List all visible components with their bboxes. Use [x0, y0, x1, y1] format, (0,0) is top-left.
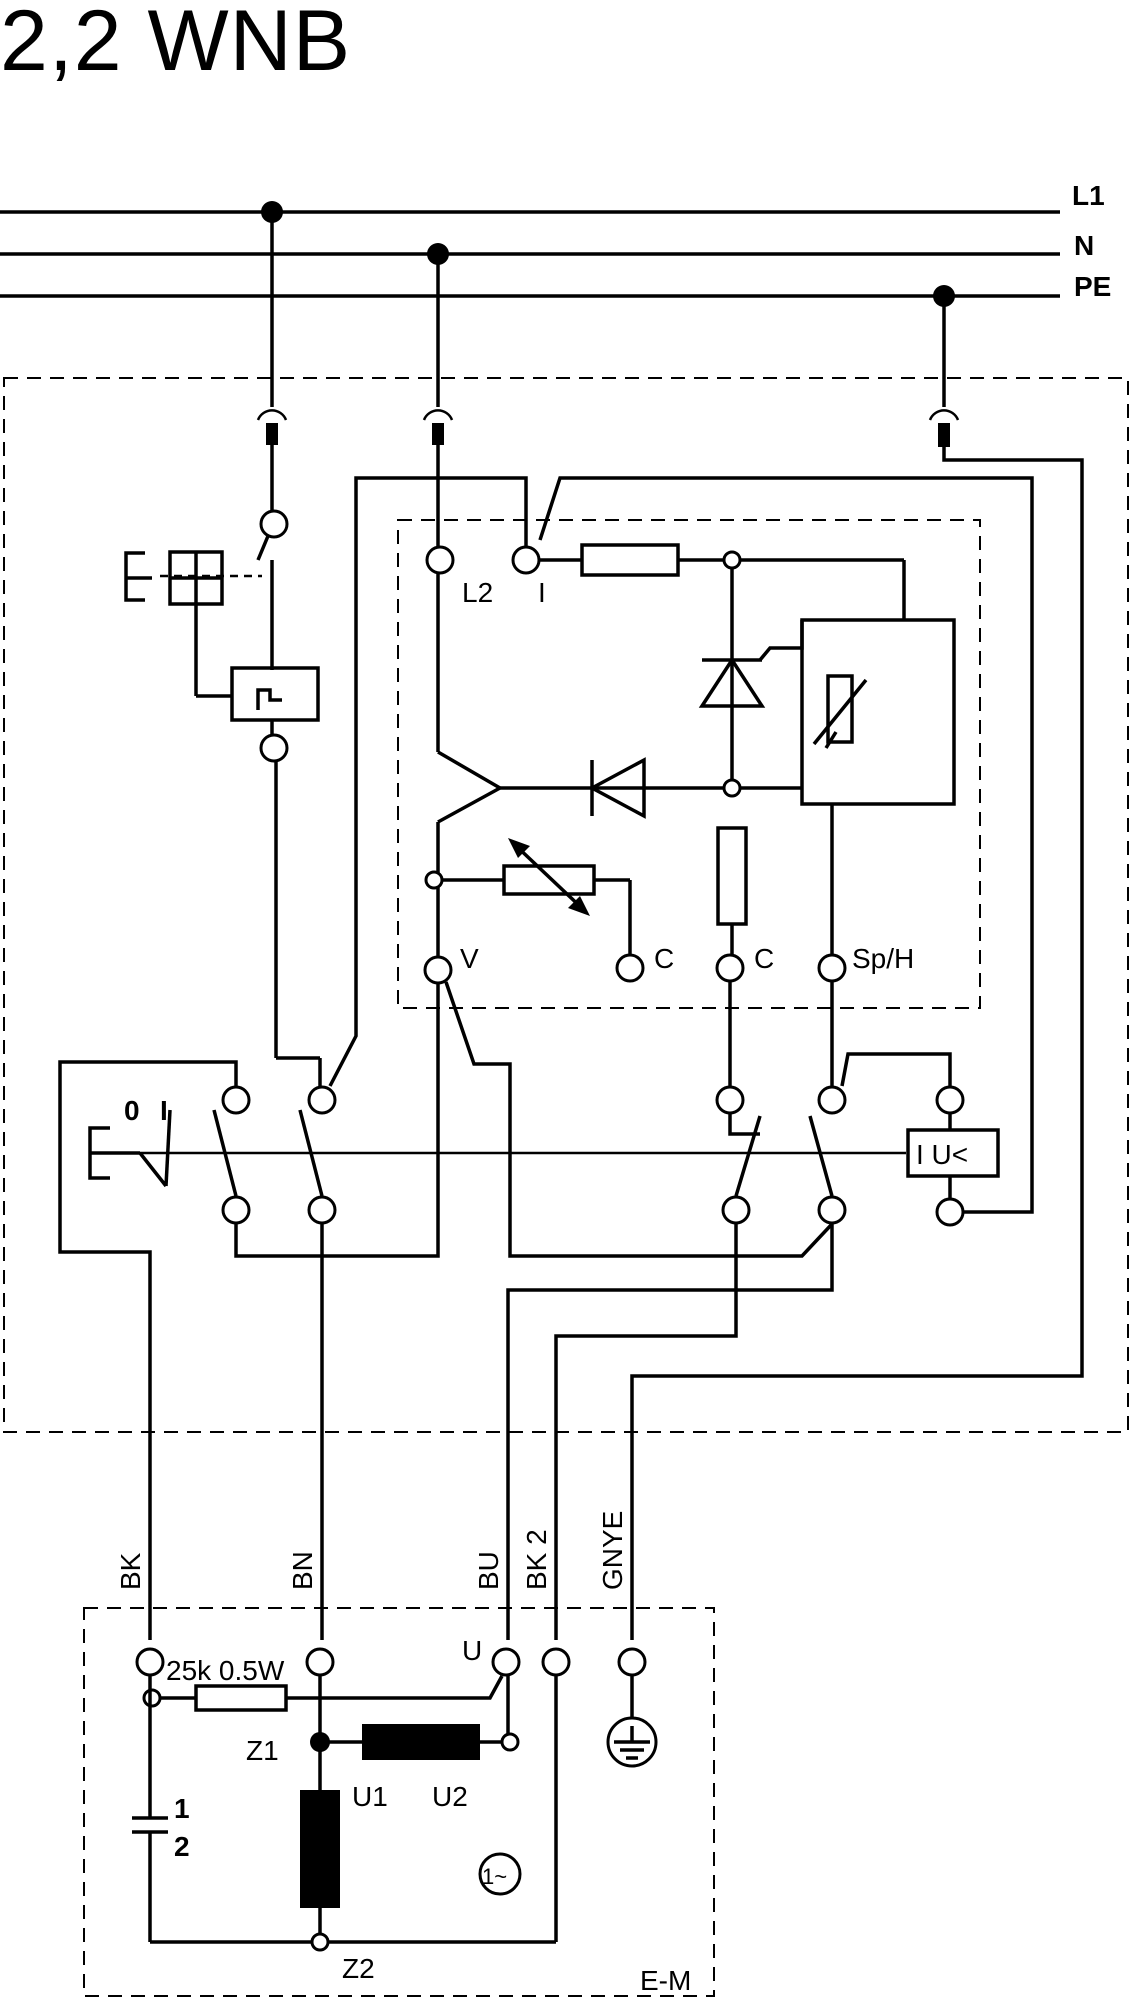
cap-1-label: 1 [174, 1793, 190, 1824]
motor-u2-label: U2 [432, 1781, 468, 1812]
motor-box [83, 1607, 715, 1997]
cable-bk2-label: BK 2 [521, 1529, 552, 1590]
fuse-vertical [716, 826, 748, 954]
motor-z1-label: Z1 [246, 1735, 279, 1766]
motor-em-label: E-M [640, 1965, 691, 1996]
uv-release-label: I U< [916, 1139, 968, 1170]
switch-pos0-label: 0 [124, 1095, 140, 1126]
motor-symbol: 1~ [482, 1864, 507, 1889]
cap-2-label: 2 [174, 1831, 190, 1862]
cable-bn-label: BN [287, 1551, 318, 1590]
cable-labels: BK BN BU BK 2 GNYE [115, 1511, 628, 1590]
module-c2-label: C [754, 943, 774, 974]
switch-pos1-label: I [160, 1095, 168, 1126]
cable-bk-label: BK [115, 1552, 146, 1590]
module-terminals: V C C Sp/H [423, 943, 914, 985]
cable-bu-label: BU [473, 1551, 504, 1590]
diode-horizontal [588, 757, 802, 819]
main-switch: 0 I I U< [88, 1085, 1000, 1227]
wire-to-module-i [328, 476, 528, 1087]
motor-u1-label: U1 [352, 1781, 388, 1812]
n-label: N [1074, 230, 1094, 261]
control-box [3, 377, 1129, 1433]
thermal-protection [124, 445, 322, 1086]
adjustable-resistor [424, 838, 632, 954]
motor-u-label: U [462, 1635, 482, 1666]
plug-connectors [256, 212, 960, 447]
module-c1-label: C [654, 943, 674, 974]
switch-wiring [58, 447, 1084, 1640]
module-i-path: I [511, 543, 906, 782]
module-l2-label: L2 [462, 577, 493, 608]
neutral-branch: L2 [425, 445, 588, 956]
diagram-title: 2,2 WNB [0, 0, 352, 89]
cable-gnye-label: GNYE [597, 1511, 628, 1590]
module-v-label: V [460, 943, 479, 974]
electronic-module [397, 519, 981, 1009]
motor-resistor-label: 25k 0.5W [166, 1655, 285, 1686]
control-block [800, 618, 956, 954]
supply-bus: L1 N PE [0, 180, 1111, 307]
module-i-label: I [538, 577, 546, 608]
module-sph-label: Sp/H [852, 943, 914, 974]
l1-label: L1 [1072, 180, 1105, 211]
pe-label: PE [1074, 271, 1111, 302]
motor-z2-label: Z2 [342, 1953, 375, 1984]
motor-internals: 25k 0.5W U 1 2 Z1 U1 U2 Z2 1~ [132, 1635, 691, 1996]
